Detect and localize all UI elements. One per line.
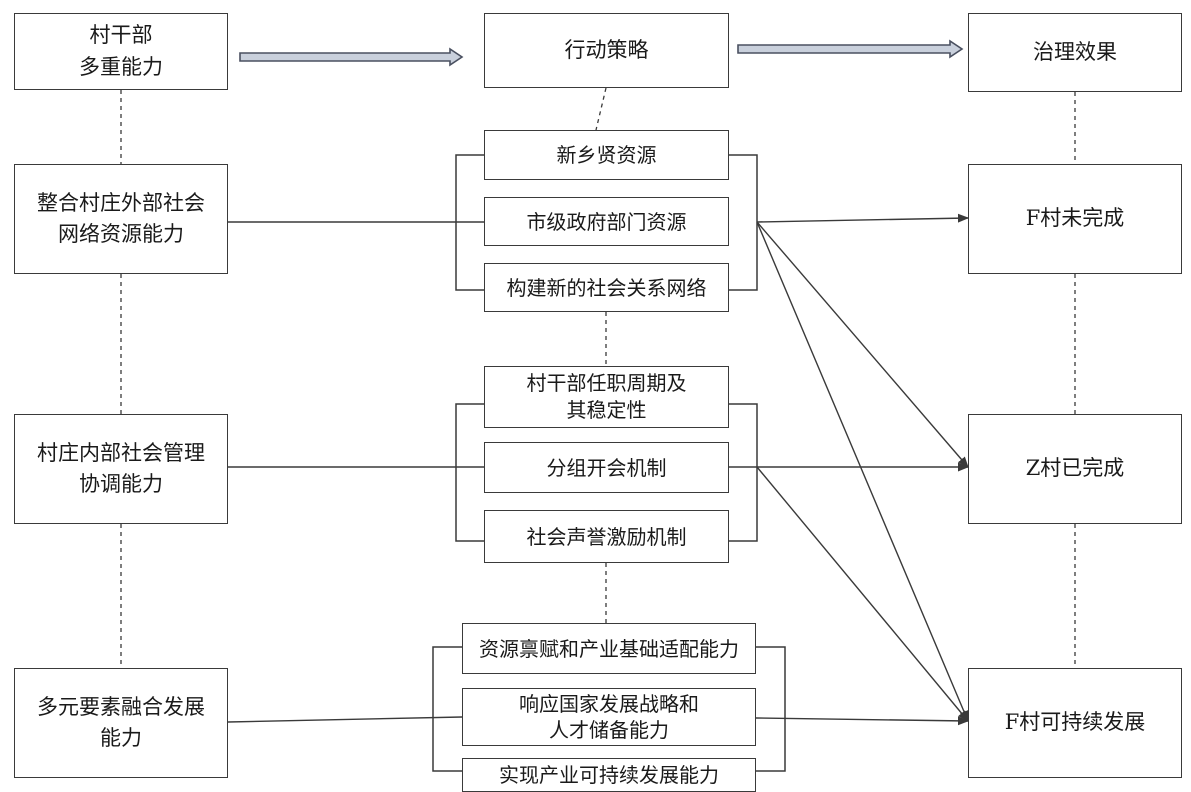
strategy-2-3-box: 社会声誉激励机制: [484, 510, 729, 563]
strategy-title-label: 行动策略: [564, 37, 649, 62]
left-capability-3-label: 多元要素融合发展 能力: [37, 694, 205, 751]
effect-title-box: 治理效果: [968, 13, 1182, 92]
effect-3-label: F村可持续发展: [1004, 710, 1146, 735]
left-capability-1-label: 整合村庄外部社会 网络资源能力: [37, 190, 205, 247]
top-arrow-left: [239, 47, 464, 67]
left-capability-2-label: 村庄内部社会管理 协调能力: [37, 440, 205, 497]
strategy-3-2-label: 响应国家发展战略和 人才储备能力: [519, 692, 699, 742]
strategy-1-1-label: 新乡贤资源: [556, 143, 657, 167]
strategy-2-3-label: 社会声誉激励机制: [526, 524, 687, 549]
strategy-title-box: 行动策略: [484, 13, 729, 88]
left-capability-2-box: 村庄内部社会管理 协调能力: [14, 414, 228, 524]
cadre-capability-box: 村干部 多重能力: [14, 13, 228, 90]
strategy-1-3-label: 构建新的社会关系网络: [506, 275, 707, 300]
strategy-1-2-label: 市级政府部门资源: [526, 209, 687, 234]
strategy-1-2-box: 市级政府部门资源: [484, 197, 729, 246]
effect-2-label: Z村已完成: [1025, 456, 1125, 481]
effect-1-box: F村未完成: [968, 164, 1182, 274]
solid-connectors: [227, 213, 970, 726]
effect-1-label: F村未完成: [1025, 206, 1125, 231]
top-arrow-right: [737, 39, 964, 59]
strategy-3-1-box: 资源禀赋和产业基础适配能力: [462, 623, 756, 674]
strategy-2-2-label: 分组开会机制: [546, 455, 667, 480]
strategy-1-3-box: 构建新的社会关系网络: [484, 263, 729, 312]
strategy-3-2-box: 响应国家发展战略和 人才储备能力: [462, 688, 756, 746]
effect-title-label: 治理效果: [1033, 39, 1117, 64]
strategy-2-1-label: 村干部任职周期及 其稳定性: [526, 371, 687, 422]
strategy-2-1-box: 村干部任职周期及 其稳定性: [484, 366, 729, 428]
strategy-3-3-label: 实现产业可持续发展能力: [499, 763, 719, 787]
strategy-3-1-label: 资源禀赋和产业基础适配能力: [479, 636, 739, 661]
strategy-1-1-box: 新乡贤资源: [484, 130, 729, 180]
effect-3-box: F村可持续发展: [968, 668, 1182, 778]
group-brackets: [432, 154, 786, 772]
left-capability-3-box: 多元要素融合发展 能力: [14, 668, 228, 778]
left-capability-1-box: 整合村庄外部社会 网络资源能力: [14, 164, 228, 274]
strategy-2-2-box: 分组开会机制: [484, 442, 729, 493]
cadre-capability-label: 村干部 多重能力: [79, 23, 163, 79]
strategy-3-3-box: 实现产业可持续发展能力: [462, 758, 756, 792]
effect-2-box: Z村已完成: [968, 414, 1182, 524]
dashed-connectors: [120, 87, 1076, 668]
